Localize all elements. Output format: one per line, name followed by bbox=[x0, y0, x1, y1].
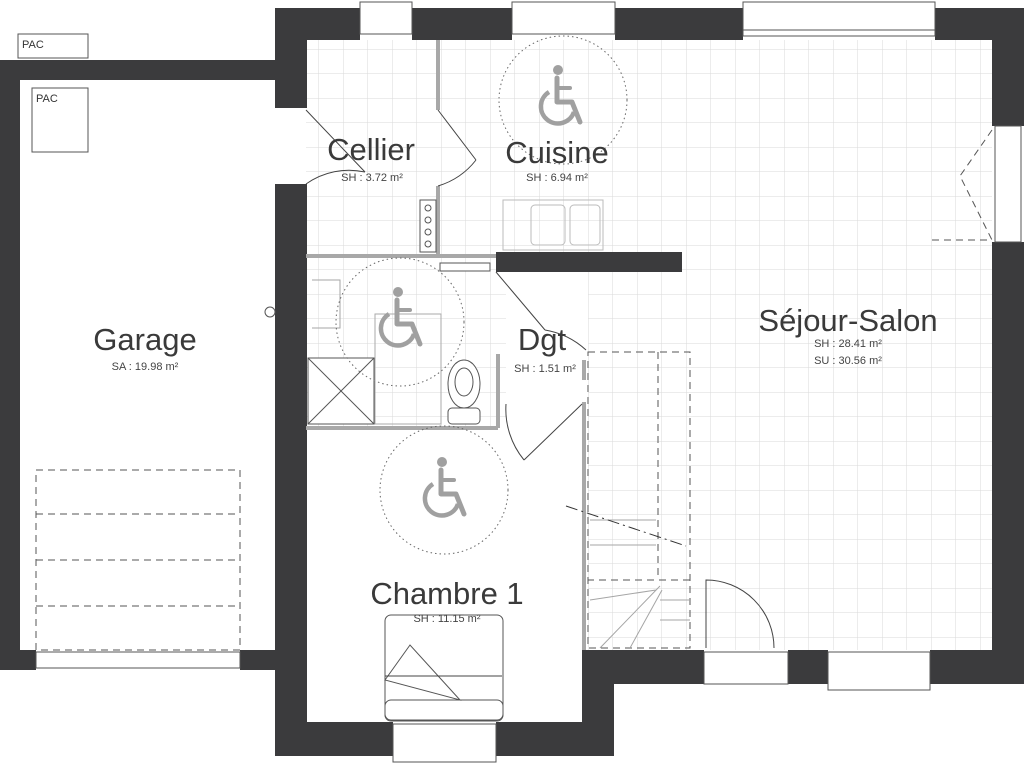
room-name-dgt: Dgt bbox=[518, 322, 567, 357]
walls bbox=[0, 8, 1024, 756]
room-sejour-salon: Séjour-Salon SH : 28.41 m² SU : 30.56 m² bbox=[758, 303, 937, 367]
doors bbox=[264, 109, 993, 649]
room-area-chambre-1: SH : 11.15 m² bbox=[413, 613, 480, 625]
wheelchair-turning-circle-icon bbox=[335, 257, 465, 425]
wheelchair-turning-circle-icon bbox=[379, 425, 509, 555]
room-area-dgt: SH : 1.51 m² bbox=[514, 363, 576, 375]
room-area-cuisine: SH : 6.94 m² bbox=[526, 172, 588, 184]
toilet-icon bbox=[447, 359, 481, 425]
bed-icon bbox=[384, 614, 504, 722]
room-name-cellier: Cellier bbox=[327, 132, 415, 167]
room-area-sh-sejour-salon: SH : 28.41 m² bbox=[814, 338, 882, 350]
room-area-garage: SA : 19.98 m² bbox=[112, 361, 179, 373]
room-area-cellier: SH : 3.72 m² bbox=[341, 172, 403, 184]
bathroom-sink-icon bbox=[312, 262, 491, 329]
room-cellier: Cellier SH : 3.72 m² bbox=[327, 132, 415, 184]
room-name-cuisine: Cuisine bbox=[505, 135, 608, 170]
windows bbox=[35, 1, 1022, 763]
staircase-icon bbox=[565, 351, 691, 649]
shower-icon bbox=[307, 357, 375, 425]
pac-indoor-label: PAC bbox=[36, 93, 58, 105]
wheelchair-turning-circle-icon bbox=[498, 35, 628, 165]
room-garage: Garage SA : 19.98 m² bbox=[93, 322, 196, 373]
room-name-sejour-salon: Séjour-Salon bbox=[758, 303, 937, 338]
pac-indoor-unit: PAC bbox=[31, 87, 89, 153]
cooktop-icon bbox=[419, 199, 437, 253]
room-chambre-1: Chambre 1 SH : 11.15 m² bbox=[370, 576, 523, 625]
room-name-chambre-1: Chambre 1 bbox=[370, 576, 523, 611]
room-name-garage: Garage bbox=[93, 322, 196, 357]
pac-outdoor-label: PAC bbox=[22, 39, 44, 51]
room-area-su-sejour-salon: SU : 30.56 m² bbox=[814, 355, 882, 367]
partitions bbox=[306, 40, 586, 650]
room-dgt: Dgt SH : 1.51 m² bbox=[514, 322, 576, 375]
pac-outdoor-unit: PAC bbox=[17, 33, 89, 59]
room-cuisine: Cuisine SH : 6.94 m² bbox=[505, 135, 608, 184]
sink-icon bbox=[502, 199, 604, 251]
garage-door bbox=[35, 469, 241, 651]
